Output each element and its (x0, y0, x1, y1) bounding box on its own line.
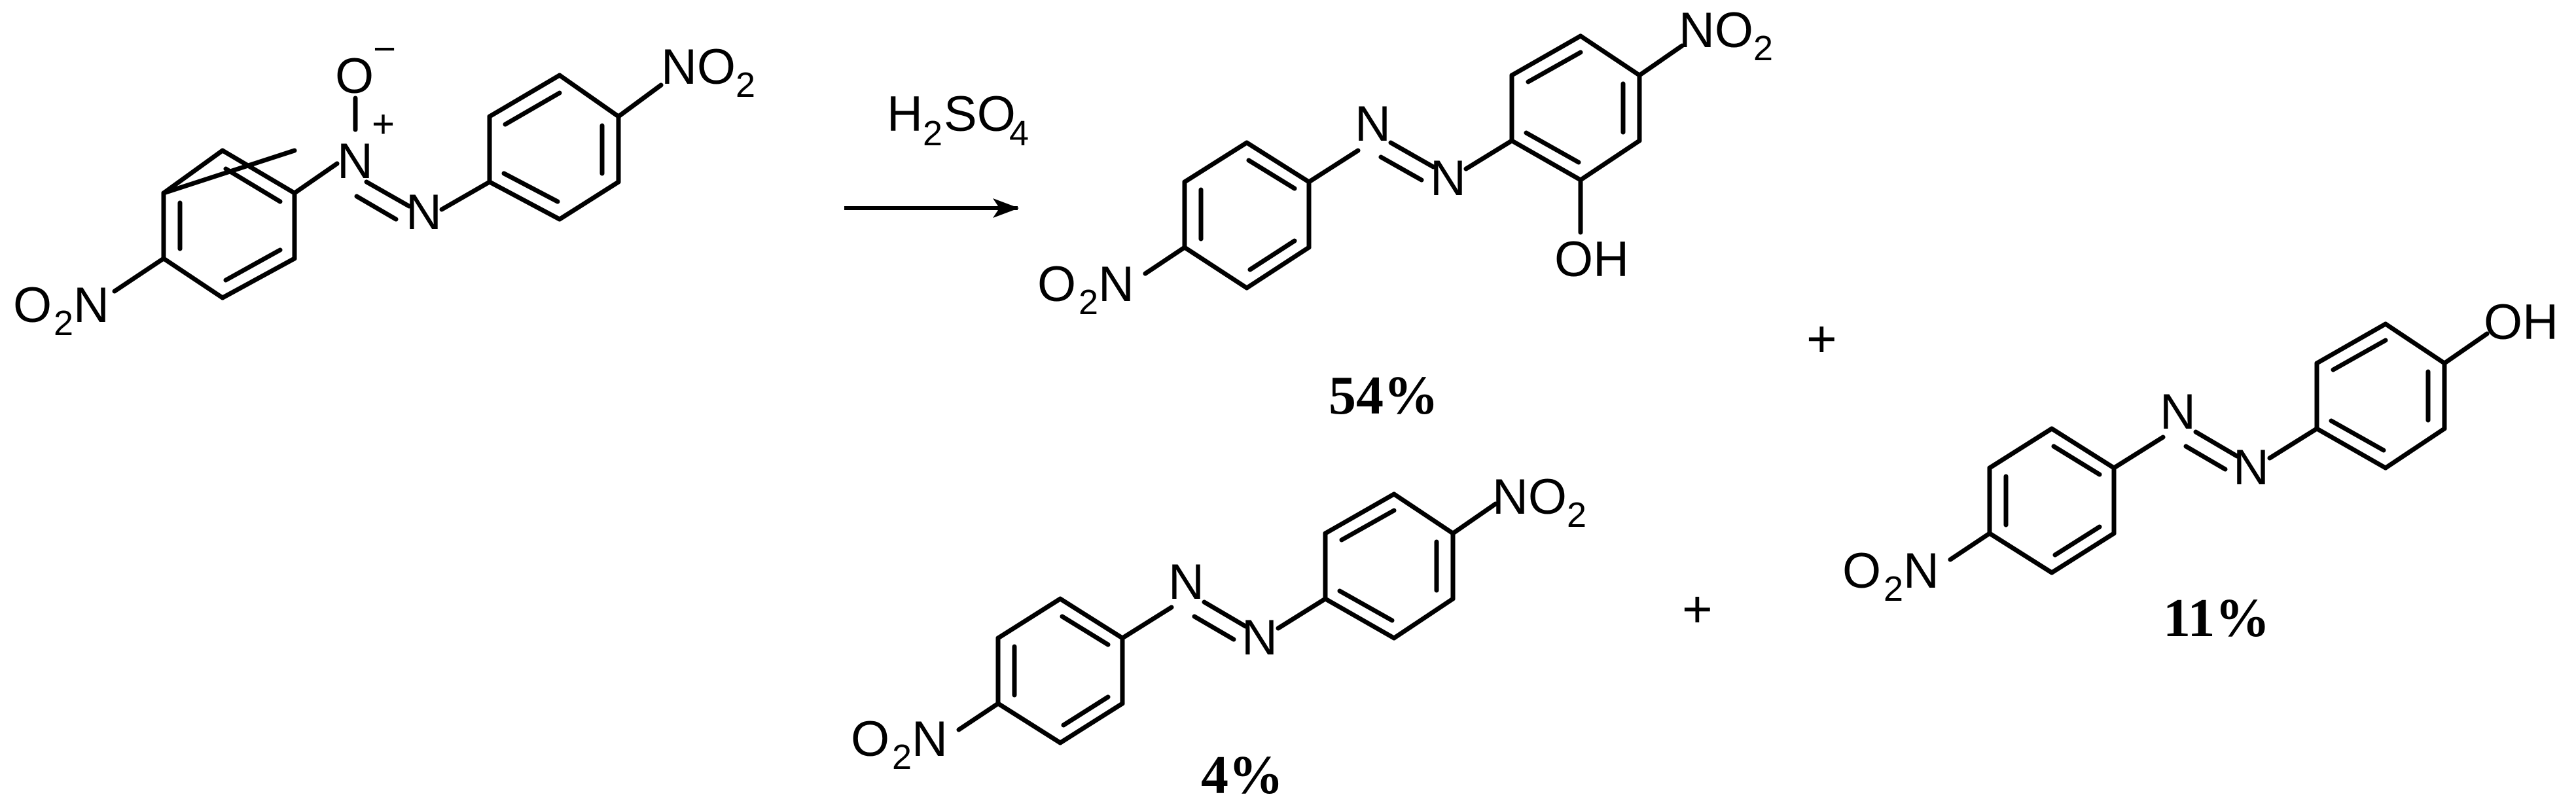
reactant-left-ring (161, 148, 297, 300)
product-a-nitro-o: O (1037, 257, 1076, 312)
product-b-n-n-double-bond (2183, 429, 2240, 472)
reactant-n-ring-bond (439, 179, 492, 212)
product-c-n-ring-bond (1276, 596, 1328, 631)
reactant-oxide-o: O (335, 48, 374, 104)
product-a-right-ring (1509, 33, 1642, 183)
product-a-oh: OH (1554, 232, 1629, 287)
product-b-nitro-bond (1948, 531, 1992, 562)
product-c-n-n-double-bond (1192, 599, 1248, 642)
reactant-n-n-double-bond (354, 179, 412, 222)
product-b-n-ring-bond (2267, 426, 2319, 461)
product-b-nitro-o: O (1842, 543, 1881, 599)
product-a-yield: 54% (1329, 365, 1439, 426)
reactant-right-ring (487, 73, 621, 222)
product-a-nitro-sub: 2 (1079, 283, 1098, 322)
product-c-right-ring (1323, 491, 1456, 641)
product-a-ring-n-bond (1306, 148, 1361, 185)
reagent-h: H (887, 86, 923, 142)
reactant-plus-charge: + (372, 102, 395, 146)
product-b-nitro-sub: 2 (1884, 569, 1903, 609)
reactant-azoxybenzene: O 2 N N + O − N NO 2 (13, 27, 755, 343)
reactant-ring-n-bond (292, 161, 340, 196)
reactant-left-nitro-n: N (73, 277, 109, 333)
reagent-sub-4: 4 (1009, 114, 1029, 153)
reagent-sub-2: 2 (923, 114, 942, 153)
product-b-n2: N (2233, 440, 2269, 495)
reactant-right-nitro-bond (616, 82, 664, 119)
product-c-left-nitro-sub: 2 (892, 738, 912, 777)
product-a-right-nitro-bond (1637, 43, 1685, 78)
product-a-right-nitro-sub: 2 (1753, 29, 1773, 68)
reactant-right-nitro-sub: 2 (736, 65, 755, 105)
product-a-right-nitro: NO (1679, 3, 1753, 58)
product-b-yield: 11% (2163, 588, 2270, 649)
reaction-arrow: H 2 SO 4 (844, 86, 1029, 218)
product-b-right-ring (2314, 321, 2447, 471)
product-a-nitro-n: N (1098, 257, 1134, 312)
reagent-so: SO (944, 86, 1016, 142)
product-c-right-nitro-bond (1450, 501, 1498, 536)
plus-sign-c-b: + (1682, 580, 1713, 638)
product-b-hydroxy-nitro-azo: O 2 N N N OH 11% (1842, 294, 2558, 649)
product-b-oh-bond (2442, 331, 2490, 366)
product-a-n2: N (1430, 151, 1466, 206)
reactant-left-nitro-sub: 2 (54, 304, 73, 343)
reactant-right-nitro: NO (661, 39, 736, 95)
product-c-left-nitro-o: O (851, 711, 889, 767)
product-a-n-n-double-bond (1378, 140, 1436, 183)
product-c-n1: N (1168, 554, 1204, 610)
product-a-n1: N (1355, 96, 1391, 152)
product-a-n-ring-bond (1463, 138, 1514, 171)
reactant-n: N (406, 185, 442, 240)
product-b-oh: OH (2484, 294, 2558, 350)
product-b-ring-n-bond (2111, 435, 2166, 471)
product-b-left-ring (1987, 426, 2117, 575)
product-b-n1: N (2160, 384, 2196, 440)
reactant-left-nitro-bond (112, 256, 166, 294)
product-a-hydroxy-azo: O 2 N N N NO 2 OH 54% (1037, 3, 1773, 426)
product-c-right-nitro-sub: 2 (1567, 495, 1586, 535)
product-c-right-nitro: NO (1492, 469, 1567, 525)
plus-sign-a-b: + (1806, 310, 1837, 368)
product-c-left-nitro-n: N (912, 711, 948, 767)
reactant-minus-charge: − (373, 27, 396, 71)
product-c-yield: 4% (1201, 745, 1283, 803)
product-c-left-ring (995, 596, 1125, 745)
product-c-left-nitro-bond (956, 701, 1001, 732)
reactant-left-nitro-o: O (13, 277, 52, 333)
product-a-nitro-bond (1143, 245, 1187, 276)
product-c-dinitro-azo: O 2 N N N NO 2 4% (851, 469, 1586, 803)
product-a-left-ring (1182, 140, 1312, 291)
product-c-ring-n-bond (1120, 605, 1174, 641)
product-c-n2: N (1242, 610, 1278, 666)
product-b-nitro-n: N (1903, 543, 1939, 599)
